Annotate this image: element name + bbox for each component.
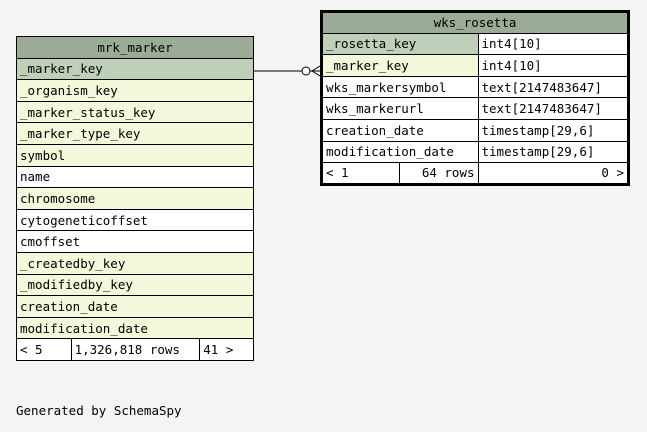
wks-rosetta-column-type: int4[10]: [477, 32, 629, 56]
mrk-marker-column-name[interactable]: _marker_key: [16, 57, 254, 81]
wks-rosetta-column-name[interactable]: wks_markersymbol: [321, 75, 479, 99]
wks-rosetta-column-name[interactable]: _rosetta_key: [321, 32, 479, 56]
mrk-marker-row[interactable]: name: [16, 165, 254, 189]
wks-rosetta-column-type: int4[10]: [477, 54, 629, 77]
generated-by-text: Generated by SchemaSpy: [16, 403, 182, 418]
wks-rosetta-column-type: timestamp[29,6]: [477, 140, 629, 164]
zero-cardinality-circle: [301, 66, 311, 76]
mrk-marker-column-name[interactable]: _marker_type_key: [16, 122, 254, 145]
mrk-marker-row[interactable]: _marker_type_key: [16, 122, 254, 145]
mrk-marker-column-name[interactable]: chromosome: [16, 187, 254, 210]
mrk-marker-column-name[interactable]: cmoffset: [16, 230, 254, 253]
mrk-marker-row[interactable]: symbol: [16, 143, 254, 167]
mrk-marker-row[interactable]: _marker_key: [16, 57, 254, 81]
wks-rosetta-column-name[interactable]: _marker_key: [321, 54, 479, 77]
mrk-marker-row[interactable]: creation_date: [16, 295, 254, 318]
mrk-marker-row[interactable]: _modifiedby_key: [16, 273, 254, 297]
mrk-marker-row[interactable]: _createdby_key: [16, 251, 254, 275]
mrk-marker-column-name[interactable]: name: [16, 165, 254, 189]
mrk-marker-parents-count[interactable]: < 5: [16, 338, 72, 361]
mrk-marker-column-name[interactable]: _createdby_key: [16, 251, 254, 275]
wks-rosetta-column-type: timestamp[29,6]: [477, 118, 629, 142]
crow-foot-upper: [311, 65, 321, 72]
wks-rosetta-children-count[interactable]: 0 >: [477, 162, 629, 185]
mrk-marker-column-name[interactable]: modification_date: [16, 316, 254, 340]
wks-rosetta-column-name[interactable]: creation_date: [321, 118, 479, 142]
mrk-marker-row[interactable]: cmoffset: [16, 230, 254, 253]
wks-rosetta-column-name[interactable]: modification_date: [321, 140, 479, 164]
mrk-marker-table[interactable]: mrk_marker _marker_key_organism_key_mark…: [16, 36, 254, 361]
mrk-marker-column-name[interactable]: _modifiedby_key: [16, 273, 254, 297]
mrk-marker-row[interactable]: modification_date: [16, 316, 254, 340]
wks-rosetta-row-count: 64 rows: [399, 162, 479, 185]
mrk-marker-row-count: 1,326,818 rows: [70, 338, 201, 361]
mrk-marker-column-name[interactable]: symbol: [16, 143, 254, 167]
wks-rosetta-column-name[interactable]: wks_markerurl: [321, 97, 479, 120]
mrk-marker-row[interactable]: cytogeneticoffset: [16, 208, 254, 232]
mrk-marker-column-name[interactable]: creation_date: [16, 295, 254, 318]
mrk-marker-children-count[interactable]: 41 >: [199, 338, 254, 361]
mrk-marker-column-name[interactable]: cytogeneticoffset: [16, 208, 254, 232]
crow-foot-lower: [311, 70, 321, 77]
mrk-marker-row[interactable]: chromosome: [16, 187, 254, 210]
wks-rosetta-title[interactable]: wks_rosetta: [321, 11, 629, 34]
wks-rosetta-column-type: text[2147483647]: [477, 75, 629, 99]
